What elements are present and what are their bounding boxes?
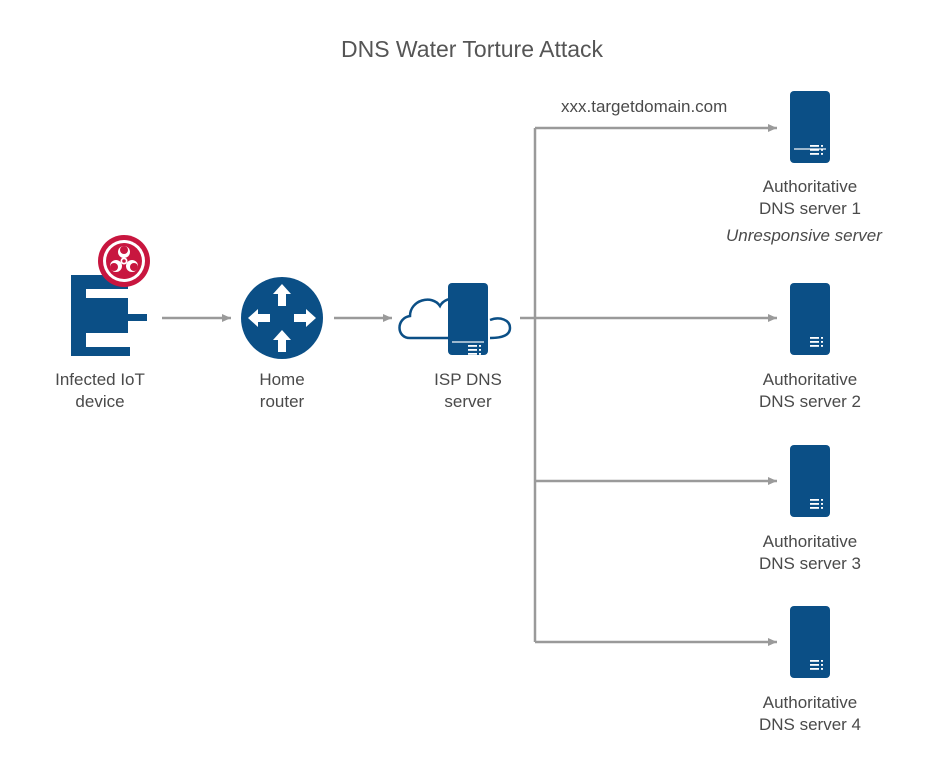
iot-label-line2: device (75, 392, 125, 411)
router-label-line1: Home (259, 370, 305, 389)
server-2-icon (790, 283, 830, 355)
diagram-title: DNS Water Torture Attack (340, 36, 604, 62)
server-3-label-line2: DNS server 3 (758, 554, 862, 573)
iot-label-line1: Infected IoT (55, 370, 145, 389)
unresponsive-note: Unresponsive server (726, 226, 882, 245)
server-1-label: Authoritative DNS server 1 (740, 176, 880, 220)
server-2-label-line1: Authoritative (762, 370, 858, 389)
isp-server-label: ISP DNS server (398, 369, 538, 413)
server-1-label-line2: DNS server 1 (758, 199, 862, 218)
server-2-label-line2: DNS server 2 (758, 392, 862, 411)
biohazard-icon (98, 235, 150, 287)
server-4-label-line2: DNS server 4 (758, 715, 862, 734)
router-label-line2: router (259, 392, 305, 411)
server-2-label: Authoritative DNS server 2 (740, 369, 880, 413)
server-3-label-line1: Authoritative (762, 532, 858, 551)
cloud-server-icon (398, 283, 512, 355)
query-domain-label: xxx.targetdomain.com (561, 97, 728, 116)
isp-label-line2: server (444, 392, 492, 411)
server-3-icon (790, 445, 830, 517)
connectors (162, 124, 777, 646)
server-1-icon (790, 91, 830, 163)
server-3-label: Authoritative DNS server 3 (740, 531, 880, 575)
router-label: Home router (222, 369, 342, 413)
server-4-icon (790, 606, 830, 678)
iot-device-label: Infected IoT device (30, 369, 170, 413)
server-4-label-line1: Authoritative (762, 693, 858, 712)
server-1-label-line1: Authoritative (762, 177, 858, 196)
iot-device-icon (71, 275, 147, 356)
server-4-label: Authoritative DNS server 4 (740, 692, 880, 736)
router-icon (241, 277, 323, 359)
isp-label-line1: ISP DNS (434, 370, 502, 389)
